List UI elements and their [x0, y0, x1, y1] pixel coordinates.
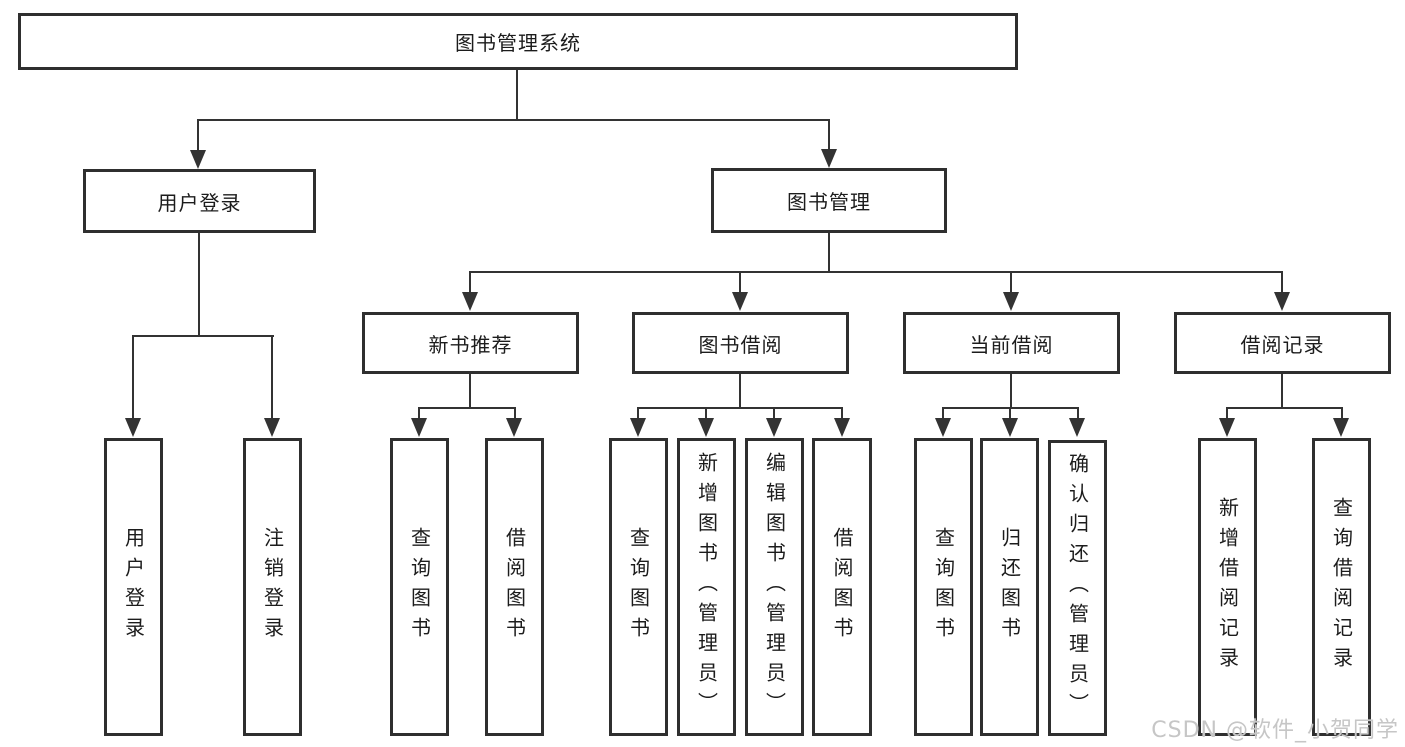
node-book-management: 图书管理	[711, 168, 947, 233]
arrow-down-icon	[821, 149, 837, 168]
node-book-borrow: 图书借阅	[632, 312, 849, 374]
connector-new-books-drop-2	[514, 408, 516, 419]
leaf-query-borrow-record: 查询借阅记录	[1312, 438, 1371, 736]
csdn-watermark: CSDN @软件_小贺同学	[1151, 718, 1399, 743]
arrow-down-icon	[1219, 418, 1235, 437]
connector-borrow-records-stem	[1281, 374, 1283, 409]
connector-borrow-records-drop-1	[1226, 408, 1228, 419]
connector-book-mgmt-drop-1	[469, 272, 471, 294]
node-root: 图书管理系统	[18, 13, 1018, 70]
node-current-borrow: 当前借阅	[903, 312, 1120, 374]
arrow-down-icon	[125, 418, 141, 437]
leaf-query-books-1-label: 查询图书	[407, 527, 432, 647]
connector-current-borrow-stem	[1010, 374, 1012, 409]
node-new-book-recommend: 新书推荐	[362, 312, 579, 374]
node-user-login: 用户登录	[83, 169, 316, 233]
leaf-logout: 注销登录	[243, 438, 302, 736]
leaf-confirm-return-admin-label: 确认归还（管理员）	[1065, 453, 1090, 723]
connector-user-login-drop-1	[132, 336, 134, 419]
connector-book-mgmt-hline	[469, 271, 1283, 273]
node-borrow-records-label: 借阅记录	[1240, 332, 1325, 357]
connector-current-borrow-drop-2	[1009, 408, 1011, 419]
connector-root-drop-right	[828, 120, 830, 150]
node-book-borrow-label: 图书借阅	[698, 332, 783, 357]
connector-root-hline	[197, 119, 830, 121]
arrow-down-icon	[766, 418, 782, 437]
connector-new-books-drop-1	[418, 408, 420, 419]
leaf-query-borrow-record-label: 查询借阅记录	[1329, 497, 1354, 677]
leaf-query-books-1: 查询图书	[390, 438, 449, 736]
leaf-return-books: 归还图书	[980, 438, 1039, 736]
leaf-add-borrow-record-label: 新增借阅记录	[1215, 497, 1240, 677]
arrow-down-icon	[630, 418, 646, 437]
connector-user-login-drop-2	[271, 336, 273, 419]
node-borrow-records: 借阅记录	[1174, 312, 1391, 374]
node-book-management-label: 图书管理	[787, 190, 871, 214]
leaf-logout-label: 注销登录	[260, 527, 285, 647]
connector-book-mgmt-stem	[828, 233, 830, 273]
arrow-down-icon	[411, 418, 427, 437]
connector-book-mgmt-drop-2	[739, 272, 741, 294]
leaf-borrow-books-1-label: 借阅图书	[502, 527, 527, 647]
connector-book-mgmt-drop-3	[1010, 272, 1012, 294]
connector-borrow-records-hline	[1226, 407, 1343, 409]
connector-user-login-hline	[132, 335, 274, 337]
connector-book-borrow-stem	[739, 374, 741, 409]
connector-book-borrow-drop-3	[773, 408, 775, 419]
connector-root-stem	[516, 70, 518, 121]
connector-user-login-stem	[198, 233, 200, 337]
leaf-return-books-label: 归还图书	[997, 527, 1022, 647]
leaf-borrow-books-2: 借阅图书	[812, 438, 872, 736]
connector-book-borrow-drop-4	[841, 408, 843, 419]
leaf-add-books-admin: 新增图书（管理员）	[677, 438, 736, 736]
leaf-query-books-3-label: 查询图书	[931, 527, 956, 647]
connector-current-borrow-drop-3	[1077, 408, 1079, 419]
arrow-down-icon	[935, 418, 951, 437]
arrow-down-icon	[834, 418, 850, 437]
arrow-down-icon	[462, 292, 478, 311]
connector-book-borrow-drop-1	[637, 408, 639, 419]
leaf-confirm-return-admin: 确认归还（管理员）	[1048, 440, 1107, 736]
connector-current-borrow-drop-1	[942, 408, 944, 419]
arrow-down-icon	[506, 418, 522, 437]
node-current-borrow-label: 当前借阅	[969, 332, 1054, 357]
arrow-down-icon	[1274, 292, 1290, 311]
leaf-borrow-books-2-label: 借阅图书	[830, 527, 854, 647]
arrow-down-icon	[732, 292, 748, 311]
arrow-down-icon	[1333, 418, 1349, 437]
connector-book-mgmt-drop-4	[1281, 272, 1283, 294]
connector-borrow-records-drop-2	[1341, 408, 1343, 419]
connector-root-drop-left	[197, 120, 199, 151]
leaf-user-login: 用户登录	[104, 438, 163, 736]
arrow-down-icon	[1069, 418, 1085, 437]
arrow-down-icon	[698, 418, 714, 437]
arrow-down-icon	[190, 150, 206, 169]
leaf-add-books-admin-label: 新增图书（管理员）	[694, 452, 719, 722]
arrow-down-icon	[1003, 292, 1019, 311]
node-new-book-recommend-label: 新书推荐	[428, 332, 513, 357]
arrow-down-icon	[264, 418, 280, 437]
leaf-borrow-books-1: 借阅图书	[485, 438, 544, 736]
connector-book-borrow-hline	[637, 407, 843, 409]
leaf-edit-books-admin-label: 编辑图书（管理员）	[762, 452, 787, 722]
connector-book-borrow-drop-2	[705, 408, 707, 419]
node-user-login-label: 用户登录	[157, 190, 242, 215]
connector-new-books-stem	[469, 374, 471, 409]
leaf-add-borrow-record: 新增借阅记录	[1198, 438, 1257, 736]
connector-new-books-hline	[418, 407, 516, 409]
node-root-label: 图书管理系统	[455, 31, 581, 55]
arrow-down-icon	[1002, 418, 1018, 437]
leaf-query-books-2-label: 查询图书	[626, 527, 651, 647]
leaf-query-books-2: 查询图书	[609, 438, 668, 736]
leaf-user-login-label: 用户登录	[121, 527, 146, 647]
leaf-edit-books-admin: 编辑图书（管理员）	[745, 438, 804, 736]
leaf-query-books-3: 查询图书	[914, 438, 973, 736]
